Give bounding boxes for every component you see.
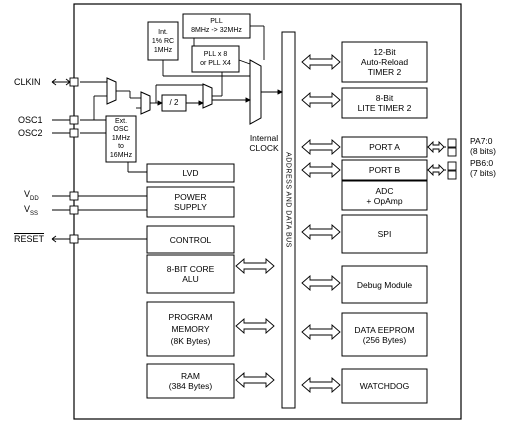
spi-block xyxy=(341,214,428,254)
data-eeprom-label: DATA EEPROM (256 Bytes) xyxy=(354,324,415,345)
clock-wiring xyxy=(80,25,283,173)
vss-pin-label: VSS xyxy=(24,204,39,217)
pll-block xyxy=(182,13,251,39)
adc-label: ADC + OpAmp xyxy=(366,185,403,206)
port-b-label: PORT B xyxy=(368,165,401,175)
pll-multiplier-label: PLL x 8 or PLL X4 xyxy=(200,51,231,67)
timer2-block xyxy=(341,41,428,83)
lite-timer-block xyxy=(341,87,428,119)
clkin-pin-label: CLKIN xyxy=(14,77,41,87)
data-eeprom-block xyxy=(341,312,428,357)
control-block xyxy=(146,225,235,254)
timer2-label: 12-Bit Auto-Reload TIMER 2 xyxy=(360,47,409,77)
adc-block xyxy=(341,180,428,211)
program-memory-label: PROGRAM MEMORY (8K Bytes) xyxy=(168,312,213,346)
bus-arrows xyxy=(235,54,445,393)
watchdog-label: WATCHDOG xyxy=(359,381,410,391)
core-alu-block xyxy=(146,254,235,294)
bus-label: ADDRESS AND DATA BUS xyxy=(284,152,292,248)
clock-mux-2 xyxy=(140,91,151,115)
power-supply-label: POWER SUPPLY xyxy=(174,192,207,212)
ram-block xyxy=(146,363,235,399)
vdd-pin-label: VDD xyxy=(24,189,39,202)
control-label: CONTROL xyxy=(169,234,212,245)
reset-pin-label: RESET xyxy=(14,234,45,244)
port-a-label: PORT A xyxy=(369,142,400,152)
lite-timer-label: 8-Bit LITE TIMER 2 xyxy=(357,93,412,113)
ram-label: RAM (384 Bytes) xyxy=(168,371,213,391)
right-pins xyxy=(447,138,457,180)
left-pin-wiring xyxy=(68,195,147,240)
core-alu-label: 8-BIT CORE ALU xyxy=(166,264,215,284)
int-rc-oscillator xyxy=(147,21,179,61)
pll-multiplier-block xyxy=(191,45,240,73)
lvd-label: LVD xyxy=(182,168,199,178)
port-b-pins-label: PB6:0 (7 bits) xyxy=(470,158,496,178)
left-pin-connectors xyxy=(51,78,71,243)
int-rc-label: Int. 1% RC 1MHz xyxy=(151,28,175,54)
clock-mux-3 xyxy=(202,83,213,109)
power-supply-block xyxy=(146,186,235,218)
clock-mux-main xyxy=(249,59,262,125)
pll-label: PLL 8MHz -> 32MHz xyxy=(191,18,242,34)
spi-label: SPI xyxy=(377,229,392,239)
address-data-bus xyxy=(281,31,296,409)
internal-clock-label: Internal CLOCK xyxy=(249,133,279,153)
clock-mux-1 xyxy=(106,77,117,105)
divider-label: / 2 xyxy=(169,98,179,107)
osc1-pin-label: OSC1 xyxy=(18,115,43,125)
lvd-block xyxy=(146,163,235,183)
external-oscillator xyxy=(105,115,137,163)
osc2-pin-label: OSC2 xyxy=(18,128,43,138)
debug-module-block xyxy=(341,265,428,304)
port-a-pins-label: PA7:0 (8 bits) xyxy=(470,136,496,156)
debug-module-label: Debug Module xyxy=(356,279,413,290)
program-memory-block xyxy=(146,301,235,357)
watchdog-block xyxy=(341,368,428,404)
ext-osc-label: Ext. OSC 1MHz to 16MHz xyxy=(109,117,133,159)
